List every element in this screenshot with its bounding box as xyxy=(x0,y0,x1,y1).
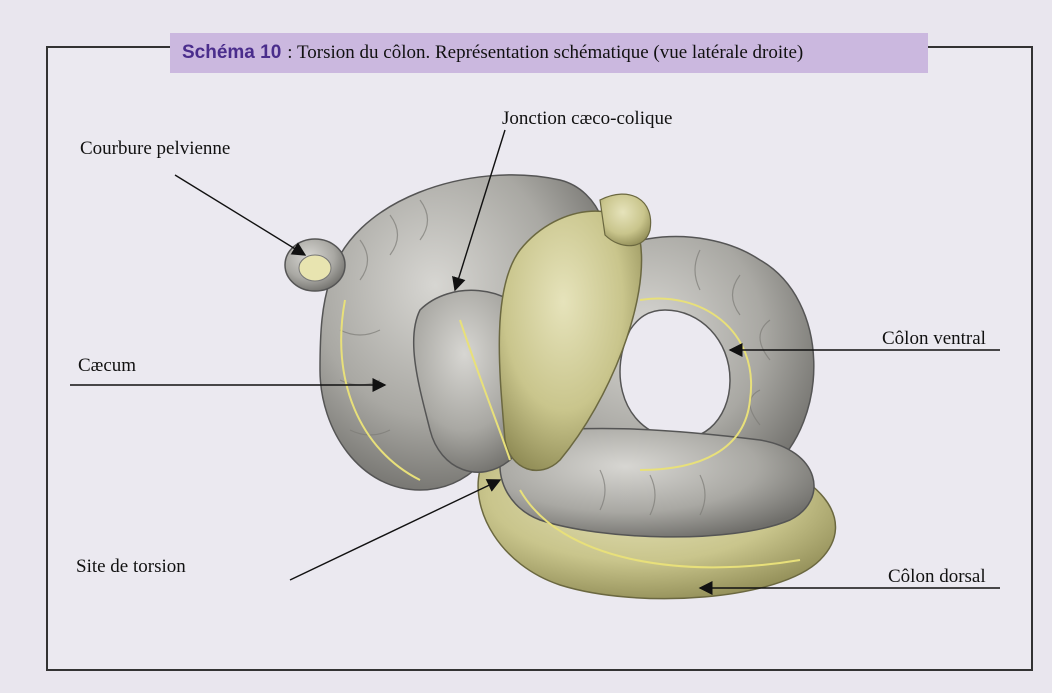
label-colon-ventral: Côlon ventral xyxy=(882,328,986,350)
leader-courbure-pelvienne xyxy=(175,175,305,255)
label-site-torsion: Site de torsion xyxy=(76,556,186,578)
label-courbure-pelvienne: Courbure pelvienne xyxy=(80,138,230,160)
label-caecum: Cæcum xyxy=(78,355,136,377)
label-jonction-caeco-colique: Jonction cæco-colique xyxy=(502,108,672,130)
label-colon-dorsal: Côlon dorsal xyxy=(888,566,986,588)
leader-site-torsion xyxy=(290,480,500,580)
